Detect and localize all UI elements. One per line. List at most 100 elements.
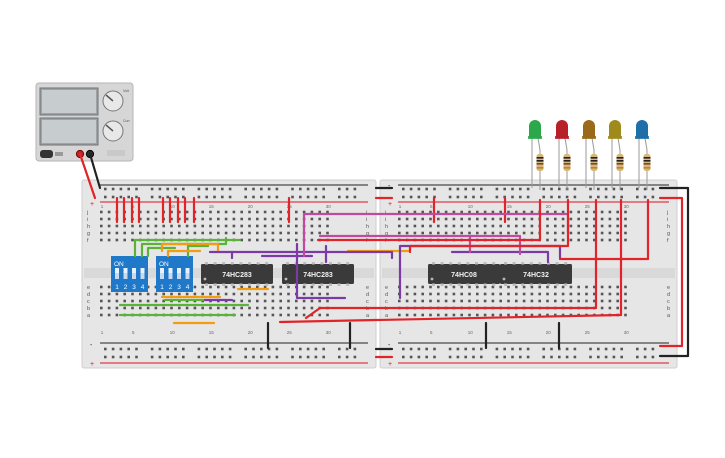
breadboard-hole[interactable] <box>405 231 409 235</box>
breadboard-hole[interactable] <box>600 231 604 235</box>
rail-hole[interactable] <box>589 347 592 351</box>
breadboard-hole[interactable] <box>585 238 588 242</box>
breadboard-hole[interactable] <box>178 210 181 214</box>
breadboard-hole[interactable] <box>608 238 612 242</box>
breadboard-hole[interactable] <box>139 231 142 235</box>
dip-toggle-lever[interactable] <box>177 273 181 279</box>
rail-hole[interactable] <box>213 187 216 191</box>
breadboard-hole[interactable] <box>522 210 526 214</box>
breadboard-hole[interactable] <box>398 313 401 317</box>
breadboard-hole[interactable] <box>162 299 165 303</box>
rail-hole[interactable] <box>526 195 530 199</box>
rail-hole[interactable] <box>275 355 279 359</box>
rail-hole[interactable] <box>150 347 154 351</box>
breadboard-hole[interactable] <box>178 306 181 310</box>
breadboard-hole[interactable] <box>115 224 119 228</box>
breadboard-hole[interactable] <box>608 299 612 303</box>
breadboard-hole[interactable] <box>248 238 251 242</box>
breadboard-hole[interactable] <box>201 285 204 289</box>
breadboard-hole[interactable] <box>279 238 282 242</box>
rail-hole[interactable] <box>464 195 467 199</box>
breadboard-hole[interactable] <box>429 313 432 317</box>
breadboard-hole[interactable] <box>593 231 596 235</box>
breadboard-hole[interactable] <box>263 224 267 228</box>
breadboard-hole[interactable] <box>561 210 565 214</box>
breadboard-hole[interactable] <box>209 285 212 289</box>
breadboard-hole[interactable] <box>185 217 189 221</box>
breadboard-hole[interactable] <box>546 313 549 317</box>
breadboard-hole[interactable] <box>162 306 165 310</box>
rail-hole[interactable] <box>299 355 302 359</box>
breadboard-hole[interactable] <box>515 299 518 303</box>
rail-hole[interactable] <box>111 187 115 191</box>
rail-hole[interactable] <box>464 187 467 191</box>
breadboard-hole[interactable] <box>263 285 267 289</box>
breadboard-hole[interactable] <box>585 231 588 235</box>
breadboard-hole[interactable] <box>577 299 580 303</box>
breadboard-hole[interactable] <box>616 292 619 296</box>
rail-hole[interactable] <box>306 187 310 191</box>
rail-hole[interactable] <box>119 195 123 199</box>
breadboard-hole[interactable] <box>476 231 479 235</box>
rail-hole[interactable] <box>260 347 263 351</box>
rail-hole[interactable] <box>511 355 514 359</box>
breadboard-hole[interactable] <box>310 217 314 221</box>
breadboard-hole[interactable] <box>468 217 471 221</box>
breadboard-hole[interactable] <box>585 292 588 296</box>
breadboard-hole[interactable] <box>100 306 103 310</box>
breadboard-hole[interactable] <box>593 292 596 296</box>
breadboard-hole[interactable] <box>263 313 267 317</box>
breadboard-hole[interactable] <box>271 299 275 303</box>
breadboard-hole[interactable] <box>452 292 456 296</box>
breadboard-hole[interactable] <box>326 313 329 317</box>
breadboard-hole[interactable] <box>398 217 401 221</box>
rail-hole[interactable] <box>119 355 123 359</box>
breadboard-hole[interactable] <box>561 292 565 296</box>
breadboard-hole[interactable] <box>522 217 526 221</box>
rail-hole[interactable] <box>345 195 349 199</box>
breadboard-hole[interactable] <box>437 285 440 289</box>
breadboard-hole[interactable] <box>452 285 456 289</box>
breadboard-hole[interactable] <box>100 224 103 228</box>
rail-hole[interactable] <box>636 195 639 199</box>
breadboard-hole[interactable] <box>413 224 417 228</box>
breadboard-hole[interactable] <box>530 285 534 289</box>
breadboard-hole[interactable] <box>154 306 158 310</box>
breadboard-hole[interactable] <box>437 313 440 317</box>
breadboard-hole[interactable] <box>515 285 518 289</box>
breadboard-hole[interactable] <box>287 224 290 228</box>
breadboard-hole[interactable] <box>616 210 619 214</box>
breadboard-hole[interactable] <box>279 299 282 303</box>
breadboard-hole[interactable] <box>405 313 409 317</box>
rail-hole[interactable] <box>291 187 294 191</box>
breadboard-hole[interactable] <box>530 231 534 235</box>
breadboard-hole[interactable] <box>577 231 580 235</box>
rail-hole[interactable] <box>104 195 107 199</box>
rail-hole[interactable] <box>275 347 279 351</box>
breadboard-hole[interactable] <box>476 313 479 317</box>
breadboard-hole[interactable] <box>217 285 220 289</box>
breadboard-hole[interactable] <box>146 231 150 235</box>
breadboard-hole[interactable] <box>201 306 204 310</box>
breadboard-hole[interactable] <box>624 285 627 289</box>
rail-hole[interactable] <box>260 355 263 359</box>
breadboard-hole[interactable] <box>256 224 259 228</box>
breadboard-hole[interactable] <box>295 313 298 317</box>
breadboard-hole[interactable] <box>256 285 259 289</box>
breadboard-hole[interactable] <box>279 285 282 289</box>
rail-hole[interactable] <box>604 187 608 191</box>
breadboard-hole[interactable] <box>310 210 314 214</box>
breadboard-hole[interactable] <box>577 224 580 228</box>
breadboard-hole[interactable] <box>554 210 557 214</box>
breadboard-hole[interactable] <box>201 217 204 221</box>
breadboard-hole[interactable] <box>429 285 432 289</box>
rail-hole[interactable] <box>495 195 499 199</box>
rail-hole[interactable] <box>174 347 177 351</box>
rail-hole[interactable] <box>511 195 514 199</box>
breadboard-hole[interactable] <box>546 299 549 303</box>
rail-hole[interactable] <box>166 347 169 351</box>
breadboard-hole[interactable] <box>499 224 502 228</box>
rail-hole[interactable] <box>213 347 216 351</box>
breadboard-hole[interactable] <box>287 306 290 310</box>
